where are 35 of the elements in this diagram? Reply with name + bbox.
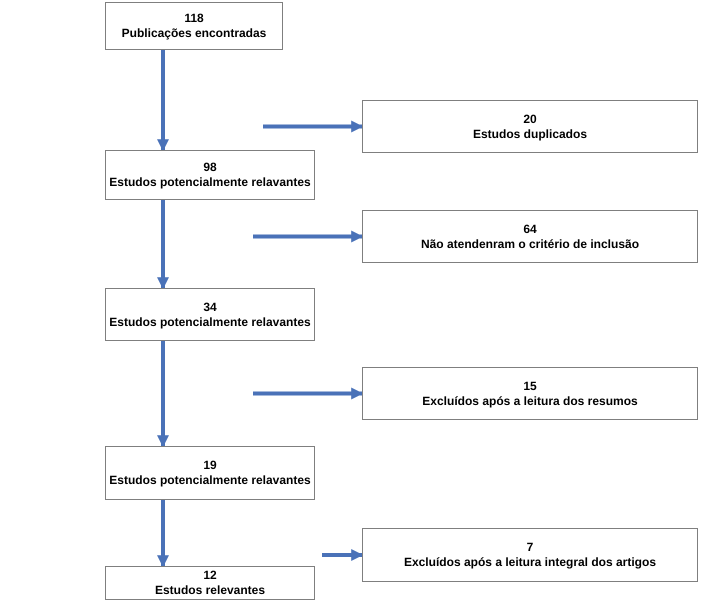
count-text: 98: [203, 160, 217, 175]
box-label: Estudos potencialmente relavantes: [109, 473, 311, 488]
arrow: [157, 500, 169, 568]
count-text: 12: [203, 568, 217, 583]
box-label: Excluídos após a leitura integral dos artigos: [404, 555, 656, 570]
count-text: 20: [523, 112, 537, 126]
arrow: [157, 50, 169, 152]
arrow: [253, 388, 364, 400]
box-label: Publicações encontradas: [122, 26, 266, 41]
box-label: Estudos potencialmente relavantes: [109, 314, 311, 330]
arrow: [322, 549, 364, 561]
count-text: 118: [184, 11, 204, 26]
process-box: [105, 446, 315, 500]
box-label: Estudos duplicados: [472, 126, 587, 142]
arrow: [157, 341, 169, 448]
process-box: [105, 566, 315, 600]
arrow: [263, 120, 364, 132]
process-box: [105, 2, 283, 50]
process-box: [362, 100, 698, 153]
count-text: 7: [526, 540, 534, 555]
box-label: Estudos potencialmente relavantes: [109, 175, 311, 190]
count-text: 19: [203, 458, 217, 473]
process-box: [105, 150, 315, 200]
count-text: 64: [523, 222, 537, 236]
box-label: Excluídos após a leitura dos resumos: [422, 394, 638, 408]
arrow: [253, 230, 364, 242]
process-box: [362, 528, 698, 582]
count-text: 15: [523, 378, 537, 394]
process-box: [105, 288, 315, 341]
process-box: [362, 210, 698, 263]
box-label: Não atendenram o critério de inclusão: [420, 236, 640, 252]
count-text: 34: [203, 300, 217, 314]
box-label: Estudos relevantes: [154, 583, 266, 598]
process-box: [362, 367, 698, 420]
arrow: [157, 200, 169, 290]
